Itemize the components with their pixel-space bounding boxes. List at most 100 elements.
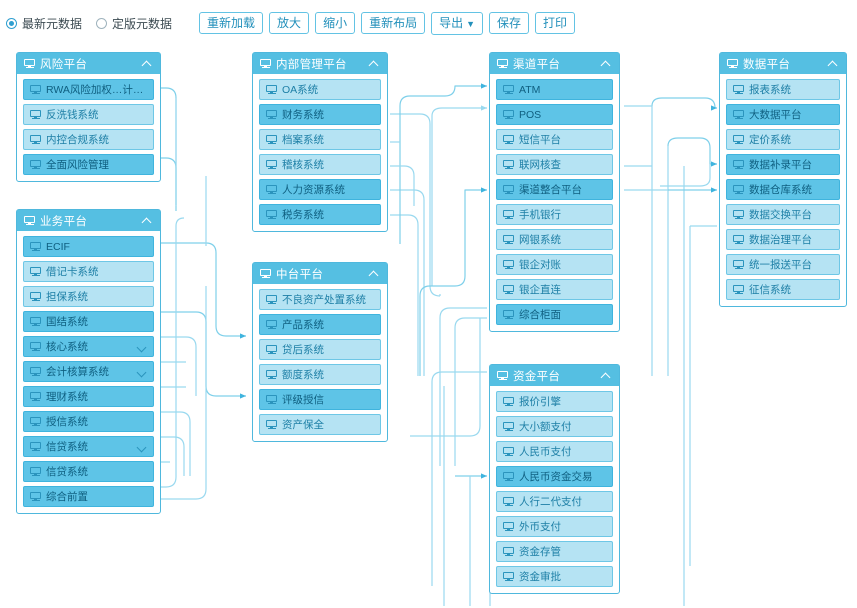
node-item[interactable]: 报表系统 [726, 79, 840, 100]
panel-fund[interactable]: 资金平台报价引擎大小额支付人民币支付人民币资金交易人行二代支付外币支付资金存管资… [489, 364, 620, 594]
node-item[interactable]: 国结系统 [23, 311, 154, 332]
panel-data[interactable]: 数据平台报表系统大数据平台定价系统数据补录平台数据仓库系统数据交换平台数据治理平… [719, 52, 847, 307]
node-item[interactable]: 资金存管 [496, 541, 613, 562]
chevron-up-icon[interactable] [601, 58, 612, 69]
monitor-icon [503, 84, 514, 95]
node-item[interactable]: 借记卡系统 [23, 261, 154, 282]
save-button[interactable]: 保存 [489, 12, 530, 34]
node-item[interactable]: 综合前置 [23, 486, 154, 507]
panel-header-channel[interactable]: 渠道平台 [490, 53, 619, 74]
node-item[interactable]: 档案系统 [259, 129, 381, 150]
reload-button[interactable]: 重新加载 [199, 12, 264, 34]
monitor-icon [503, 184, 514, 195]
panel-internal[interactable]: 内部管理平台 OA系统财务系统档案系统稽核系统人力资源系统税务系统 [252, 52, 388, 232]
panel-header-risk[interactable]: 风险平台 [17, 53, 160, 74]
node-item[interactable]: 信贷系统 [23, 461, 154, 482]
node-label: 资产保全 [282, 419, 324, 431]
chevron-up-icon[interactable] [142, 215, 153, 226]
node-item[interactable]: RWA风险加权…计量系统 [23, 79, 154, 100]
node-item[interactable]: 人民币支付 [496, 441, 613, 462]
monitor-icon [503, 134, 514, 145]
panel-channel[interactable]: 渠道平台 ATM POS 短信平台联网核查渠道整合平台手机银行网银系统银企对账银企直连… [489, 52, 620, 332]
node-item[interactable]: 统一报送平台 [726, 254, 840, 275]
node-item[interactable]: 数据补录平台 [726, 154, 840, 175]
panel-business[interactable]: 业务平台 ECIF 借记卡系统担保系统国结系统核心系统会计核算系统理财系统授信系统信… [16, 209, 161, 514]
node-item[interactable]: 大小额支付 [496, 416, 613, 437]
node-item[interactable]: 人行二代支付 [496, 491, 613, 512]
radio-indicator[interactable] [96, 17, 108, 29]
node-label: OA系统 [282, 84, 319, 96]
node-item[interactable]: ECIF [23, 236, 154, 257]
node-item[interactable]: 数据治理平台 [726, 229, 840, 250]
node-item[interactable]: 征信系统 [726, 279, 840, 300]
node-item[interactable]: 银企对账 [496, 254, 613, 275]
node-item[interactable]: 资产保全 [259, 414, 381, 435]
node-item[interactable]: 联网核查 [496, 154, 613, 175]
panel-header-fund[interactable]: 资金平台 [490, 365, 619, 386]
node-item[interactable]: 资金审批 [496, 566, 613, 587]
node-item[interactable]: 信贷系统 [23, 436, 154, 457]
node-item[interactable]: 外币支付 [496, 516, 613, 537]
radio-indicator[interactable] [6, 17, 17, 29]
panel-header-middle[interactable]: 中台平台 [253, 263, 387, 284]
zoom-in-button[interactable]: 放大 [269, 12, 310, 34]
panel-risk[interactable]: 风险平台 RWA风险加权…计量系统反洗钱系统内控合规系统全面风险管理 [16, 52, 161, 182]
monitor-icon [30, 159, 41, 170]
print-button[interactable]: 打印 [535, 12, 576, 34]
node-item[interactable]: 银企直连 [496, 279, 613, 300]
chevron-down-icon[interactable] [137, 342, 147, 352]
node-item[interactable]: 财务系统 [259, 104, 381, 125]
node-item[interactable]: 不良资产处置系统 [259, 289, 381, 310]
node-item[interactable]: 理财系统 [23, 386, 154, 407]
radio-latest-metadata[interactable]: 最新元数据 [6, 15, 82, 32]
diagram-canvas[interactable]: 风险平台 RWA风险加权…计量系统反洗钱系统内控合规系统全面风险管理业务平台 ECI… [0, 46, 857, 608]
monitor-icon [30, 366, 41, 377]
node-item[interactable]: 报价引擎 [496, 391, 613, 412]
node-item[interactable]: 额度系统 [259, 364, 381, 385]
node-item[interactable]: 大数据平台 [726, 104, 840, 125]
chevron-up-icon[interactable] [828, 58, 839, 69]
relayout-button[interactable]: 重新布局 [361, 12, 426, 34]
node-item[interactable]: 网银系统 [496, 229, 613, 250]
panel-header-data[interactable]: 数据平台 [720, 53, 846, 74]
node-label: 人行二代支付 [519, 496, 582, 508]
button-label: 保存 [497, 16, 522, 30]
chevron-down-icon[interactable] [137, 367, 147, 377]
monitor-icon [503, 284, 514, 295]
export-button[interactable]: 导出▼ [431, 11, 484, 35]
node-item[interactable]: 担保系统 [23, 286, 154, 307]
node-item[interactable]: 人力资源系统 [259, 179, 381, 200]
node-item[interactable]: 人民币资金交易 [496, 466, 613, 487]
node-item[interactable]: 税务系统 [259, 204, 381, 225]
node-item[interactable]: 数据仓库系统 [726, 179, 840, 200]
node-item[interactable]: 内控合规系统 [23, 129, 154, 150]
node-item[interactable]: 全面风险管理 [23, 154, 154, 175]
node-item[interactable]: ATM [496, 79, 613, 100]
node-item[interactable]: 会计核算系统 [23, 361, 154, 382]
radio-versioned-metadata[interactable]: 定版元数据 [96, 15, 172, 32]
zoom-out-button[interactable]: 缩小 [315, 12, 356, 34]
node-item[interactable]: 数据交换平台 [726, 204, 840, 225]
node-item[interactable]: 反洗钱系统 [23, 104, 154, 125]
node-item[interactable]: 稽核系统 [259, 154, 381, 175]
node-item[interactable]: 贷后系统 [259, 339, 381, 360]
node-item[interactable]: 核心系统 [23, 336, 154, 357]
node-item[interactable]: 综合柜面 [496, 304, 613, 325]
node-item[interactable]: 授信系统 [23, 411, 154, 432]
node-item[interactable]: 手机银行 [496, 204, 613, 225]
chevron-up-icon[interactable] [601, 370, 612, 381]
panel-header-internal[interactable]: 内部管理平台 [253, 53, 387, 74]
node-item[interactable]: 渠道整合平台 [496, 179, 613, 200]
chevron-up-icon[interactable] [142, 58, 153, 69]
panel-header-business[interactable]: 业务平台 [17, 210, 160, 231]
node-item[interactable]: OA系统 [259, 79, 381, 100]
chevron-down-icon[interactable] [137, 442, 147, 452]
node-item[interactable]: 产品系统 [259, 314, 381, 335]
node-item[interactable]: 定价系统 [726, 129, 840, 150]
panel-middle[interactable]: 中台平台不良资产处置系统产品系统贷后系统额度系统评级授信资产保全 [252, 262, 388, 442]
chevron-up-icon[interactable] [369, 58, 380, 69]
node-item[interactable]: 短信平台 [496, 129, 613, 150]
node-item[interactable]: 评级授信 [259, 389, 381, 410]
chevron-up-icon[interactable] [369, 268, 380, 279]
node-item[interactable]: POS [496, 104, 613, 125]
